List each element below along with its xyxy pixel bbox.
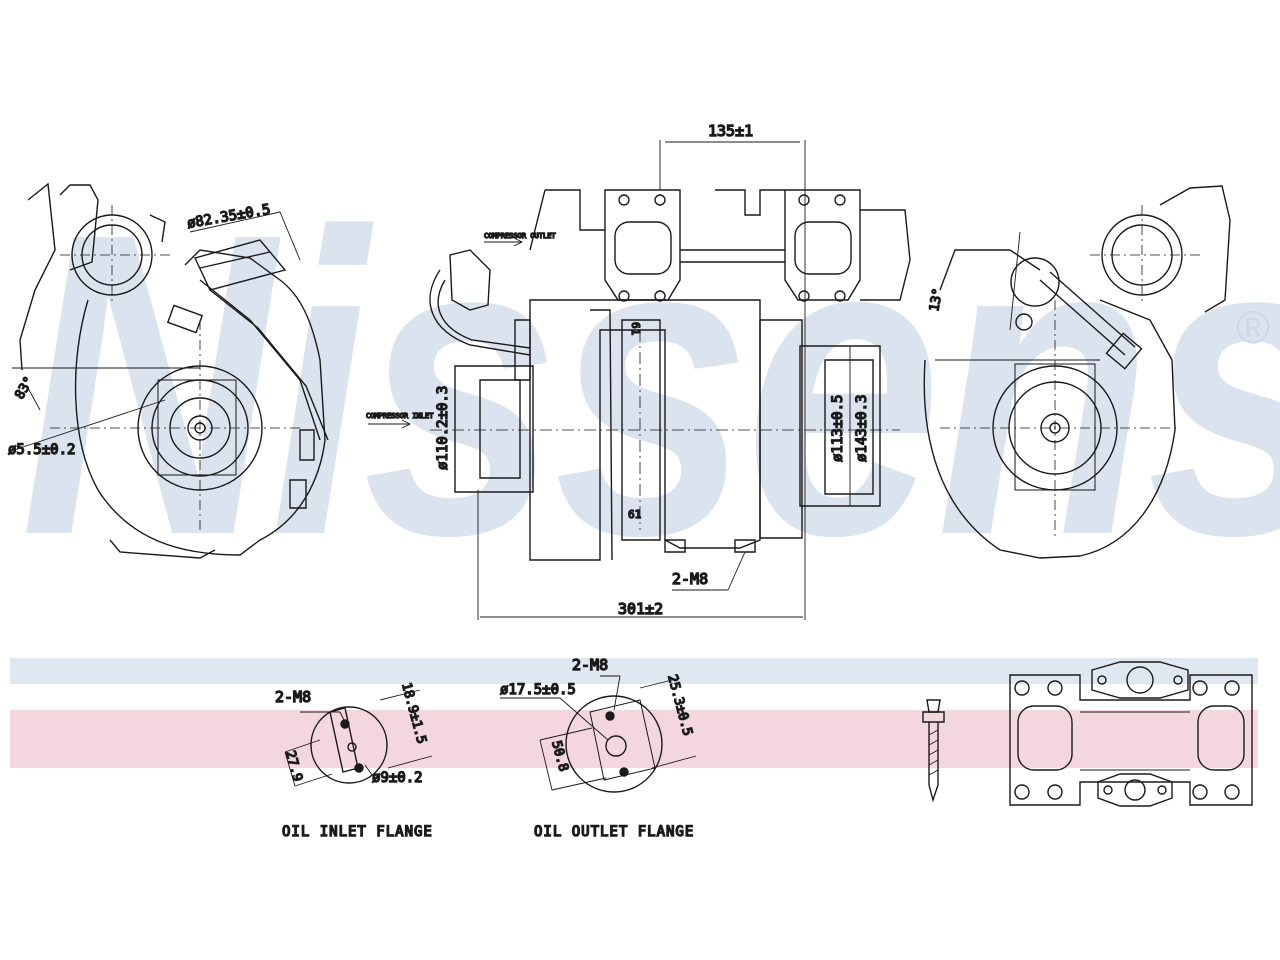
dim-mid-top: 61 [629, 322, 642, 335]
oil-inlet-bolt-callout: 2-M8 [275, 688, 311, 706]
oil-outlet-flange-drawing [500, 676, 696, 792]
note-compressor-outlet: COMPRESSOR OUTLET [484, 232, 556, 240]
dim-hole-diameter: ø5.5±0.2 [8, 442, 75, 458]
watermark-band-pink [10, 710, 1258, 768]
oil-inlet-dim-a: 18.9±1.5 [398, 681, 429, 745]
watermark-band-blue [10, 658, 1258, 684]
turbo-left-side-view [12, 184, 328, 558]
oil-inlet-hole-diameter: ø9±0.2 [372, 770, 423, 786]
turbo-right-side-view [924, 186, 1230, 558]
oil-outlet-hole-diameter: ø17.5±0.5 [500, 682, 576, 698]
oil-flange-gasket-bottom [1098, 774, 1172, 806]
oil-inlet-dim-b: 27.9 [282, 749, 305, 783]
oil-flange-gasket-top [1092, 662, 1188, 698]
exhaust-gasket-drawing [1010, 675, 1252, 805]
oil-inlet-flange-title: OIL INLET FLANGE [282, 824, 433, 840]
dim-flange-spacing: 135±1 [708, 122, 753, 140]
oil-outlet-dim-a: 25.3±0.5 [664, 673, 695, 737]
note-compressor-inlet: COMPRESSOR INLET [366, 412, 434, 420]
front-bolt-callout: 2-M8 [672, 570, 708, 588]
dim-right-angle: 13° [927, 287, 946, 313]
dim-mid-bottom: 61 [628, 508, 641, 521]
oil-outlet-dim-b: 50.8 [548, 739, 571, 773]
dim-outlet-diameter: ø82.35±0.5 [186, 202, 272, 232]
oil-inlet-flange-drawing [285, 690, 432, 786]
oil-outlet-flange-title: OIL OUTLET FLANGE [534, 824, 694, 840]
bolt-drawing [923, 700, 944, 800]
dim-overall-length: 301±2 [618, 600, 663, 618]
dim-inlet-diameter: ø110.2±0.3 [435, 386, 451, 470]
dim-outlet-outer-diameter: ø143±0.3 [854, 395, 870, 462]
oil-outlet-bolt-callout: 2-M8 [572, 656, 608, 674]
dim-outlet-inner-diameter: ø113±0.5 [830, 395, 846, 462]
turbo-front-view [368, 140, 910, 620]
